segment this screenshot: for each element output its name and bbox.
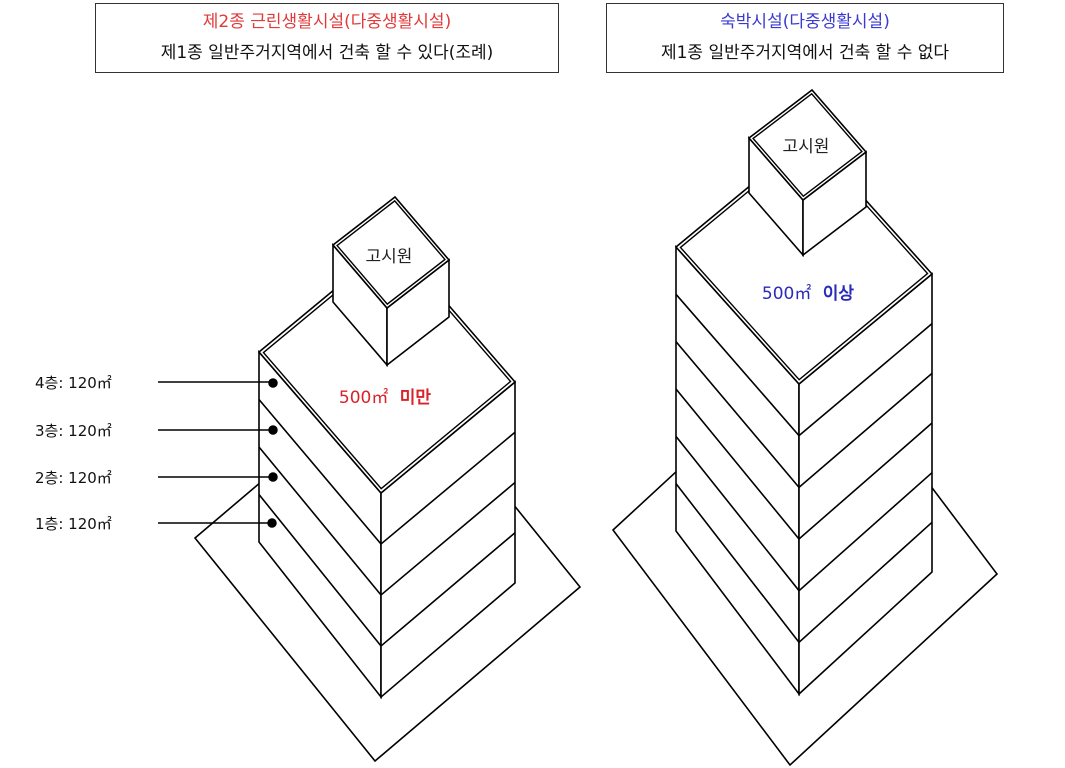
annex-parapet (336, 199, 446, 306)
left-area-qualifier: 미만 (400, 388, 432, 408)
floor-leaders (158, 378, 278, 528)
right-subtitle: 제1종 일반주거지역에서 건축 할 수 없다 (660, 43, 950, 63)
annex-top (747, 88, 868, 202)
floor-label-4: 4층: 120㎡ (35, 374, 112, 392)
left-subtitle: 제1종 일반주거지역에서 건축 할 수 있다(조례) (160, 43, 494, 63)
floor-line (675, 435, 933, 592)
right-annex-label: 고시원 (783, 137, 830, 157)
right-building (611, 88, 999, 767)
floor-line (675, 388, 933, 541)
right-area-qualifier: 이상 (823, 284, 855, 304)
floor-line (675, 293, 933, 437)
leader-dot (268, 472, 278, 482)
left-area-label: 500㎡ 미만 (339, 388, 431, 408)
right-area-value: 500㎡ (762, 284, 811, 304)
floor-label-3: 3층: 120㎡ (35, 422, 112, 440)
left-caption-box: 제2종 근린생활시설(다중생활시설) 제1종 일반주거지역에서 건축 할 수 있… (95, 3, 559, 73)
right-title: 숙박시설(다중생활시설) (720, 12, 890, 32)
annex-top (331, 195, 451, 310)
floor-line (258, 398, 516, 546)
leader-dot (268, 425, 278, 435)
floor-line (675, 483, 933, 644)
floor-line (258, 446, 516, 597)
leader-dot (267, 518, 277, 528)
floor-line (675, 341, 933, 489)
left-annex-label: 고시원 (366, 247, 413, 267)
right-area-label: 500㎡ 이상 (762, 284, 854, 304)
floor-line (258, 493, 516, 648)
left-building (193, 195, 582, 763)
floor-label-2: 2층: 120㎡ (35, 469, 112, 487)
left-title: 제2종 근린생활시설(다중생활시설) (202, 12, 452, 32)
leader-dot (268, 378, 278, 388)
left-area-value: 500㎡ (339, 388, 388, 408)
annex-parapet (752, 92, 863, 198)
floor-labels: 4층: 120㎡ 3층: 120㎡ 2층: 120㎡ 1층: 120㎡ (35, 374, 112, 533)
right-caption-box: 숙박시설(다중생활시설) 제1종 일반주거지역에서 건축 할 수 없다 (606, 3, 1004, 73)
floor-label-1: 1층: 120㎡ (35, 515, 112, 533)
